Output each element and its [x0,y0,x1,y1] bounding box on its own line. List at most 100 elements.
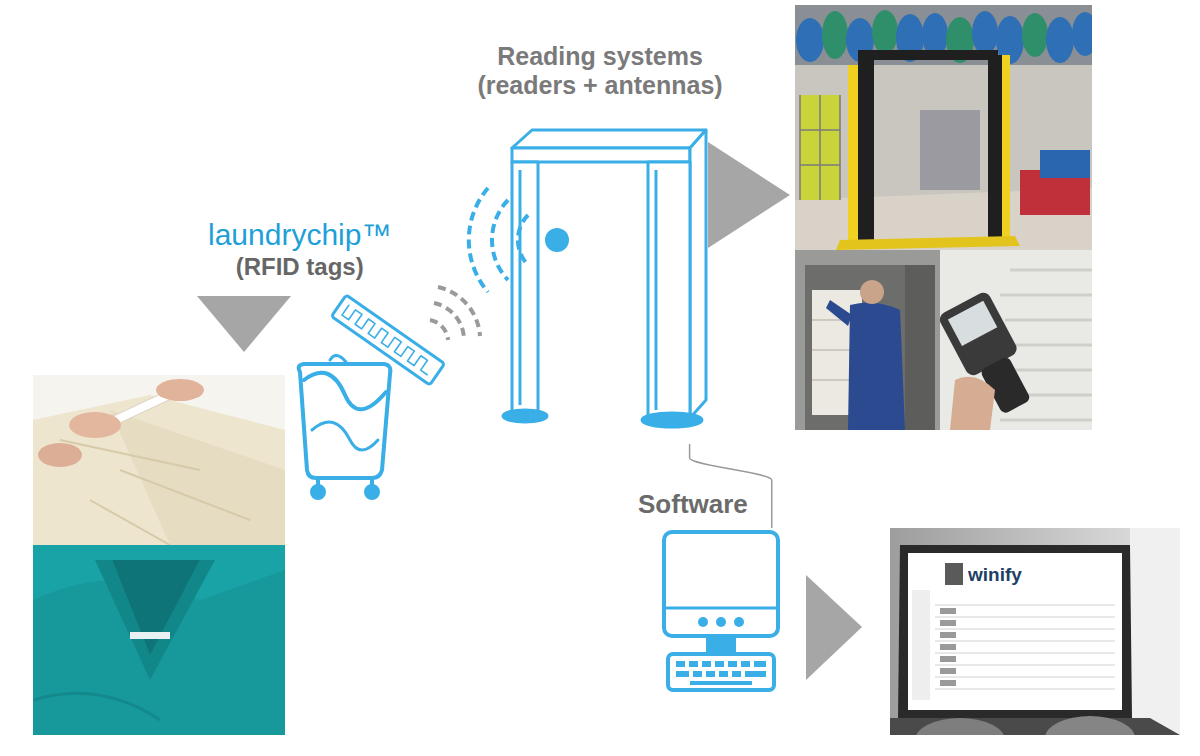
brand-name: laundrychip™ [208,218,391,253]
reader-cabinet-photo [795,250,940,430]
signal-wave [492,200,508,280]
software-photo [940,644,956,650]
software-photo [912,590,930,700]
gate-panel [655,170,658,410]
sheet-photo [156,379,204,401]
gate-beam [512,148,690,162]
sheet-photo [110,410,285,545]
gate-panel [648,162,690,418]
monitor-bezel [666,607,776,610]
signal-wave [518,215,528,265]
scrub-photo [112,560,200,655]
keyboard-keys [741,661,750,667]
component-caption: (RFID tags) [208,253,391,281]
laundry-cart-icon [299,295,445,498]
warehouse-photo [1046,17,1074,63]
monitor-button [734,617,744,627]
reader-cabinet-photo [848,302,905,430]
warehouse-photo [1072,12,1092,56]
software-photo [945,563,963,585]
reader-cabinet-photo [905,265,935,430]
handheld-reader-photo [950,377,995,430]
gate-top [512,130,706,148]
section-heading: Software [638,490,756,520]
warehouse-photo [972,11,998,55]
reader-cabinet-photo [795,250,940,430]
computer-icon [664,532,778,690]
handheld-reader-photo [940,250,1092,430]
software-photo [940,668,956,674]
software-photo [935,677,1115,678]
scrub-photo [33,545,285,735]
software-photo [940,632,956,638]
rfid-tag-icon [331,295,444,385]
software-photo [935,665,1115,666]
software-photo [890,528,1180,735]
warehouse-photo [836,236,1020,250]
software-photo [940,656,956,662]
keyboard-keys [754,661,766,667]
software-photo [890,528,1180,735]
sheet-photo [33,375,285,545]
warehouse-photo [795,5,1092,250]
warehouse-photo [795,5,1092,65]
warehouse-photo [796,18,824,62]
warehouse-photo [800,95,840,200]
wheel [312,486,324,498]
reader-cabinet-photo [860,280,884,304]
monitor-stand [708,636,734,652]
handheld-reader-photo [940,250,1092,430]
warehouse-photo [1040,150,1090,178]
rfid-gate-icon [503,130,706,427]
scrub-photo [33,693,160,720]
sheet-photo [33,375,285,545]
sheet-photo [60,440,250,545]
gate-signal-waves [469,188,528,292]
tag-signal-waves [430,287,480,340]
keyboard-keys [732,671,741,677]
software-photo [898,545,1132,718]
software-photo [940,608,956,614]
pointer-triangle [197,296,291,352]
component-label: laundrychip™(RFID tags) [208,218,391,280]
keyboard-keys [702,661,711,667]
keyboard [668,654,774,690]
scrub-photo [95,560,215,680]
monitor-outline [664,532,778,636]
software-group: Software [662,528,780,693]
keyboard-keys [676,661,685,667]
software-photo [1045,716,1135,735]
signal-wave [434,303,464,338]
warehouse-photo [822,11,848,59]
keyboard-keys [745,671,766,677]
signal-wave [469,188,488,292]
warehouse-photo [800,95,840,200]
software-photo [940,680,956,686]
sheet-photo [38,443,82,467]
software-photo [915,718,1005,735]
software-photo [908,553,1122,710]
gate-foot [503,410,547,422]
handheld-reader-photo [948,301,997,346]
screen-logo-text: winify [968,565,1022,586]
pointer-triangle [806,575,862,680]
software-photo [935,641,1115,642]
signal-wave [438,287,480,336]
warehouse-photo [848,65,858,245]
warehouse-photo [795,5,1092,250]
monitor-button [698,617,708,627]
keyboard-keys [676,661,766,685]
antenna-dot [545,228,569,252]
keyboard-keys [689,661,698,667]
software-photo [935,605,1115,606]
warehouse-photo [858,50,998,60]
scrub-photo [33,545,285,735]
warehouse-photo [1002,55,1010,245]
sheet-photo [69,412,121,438]
software-photo [935,653,1115,654]
keyboard-keys [693,671,702,677]
gate-post [512,162,538,412]
